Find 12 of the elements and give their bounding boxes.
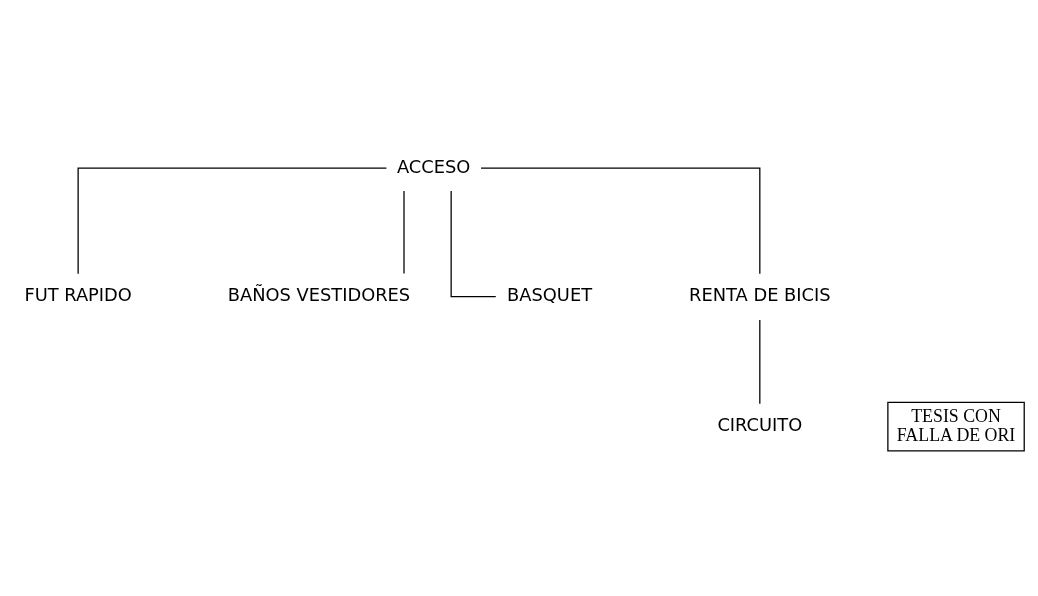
- node-text: CIRCUITO: [717, 414, 803, 436]
- connector: [480, 167, 761, 275]
- node-text: FUT RAPIDO: [24, 284, 132, 306]
- connector: [450, 190, 497, 298]
- node-text: RENTA DE BICIS: [689, 284, 831, 306]
- node-text: BAÑOS VESTIDORES: [227, 284, 411, 306]
- label: FALLA DE ORI: [896, 424, 1016, 445]
- node-text: BASQUET: [507, 284, 593, 306]
- connector: [77, 167, 388, 275]
- label: TESIS CON: [911, 405, 1001, 426]
- node-text: ACCESO: [396, 155, 471, 177]
- connector: [759, 319, 761, 405]
